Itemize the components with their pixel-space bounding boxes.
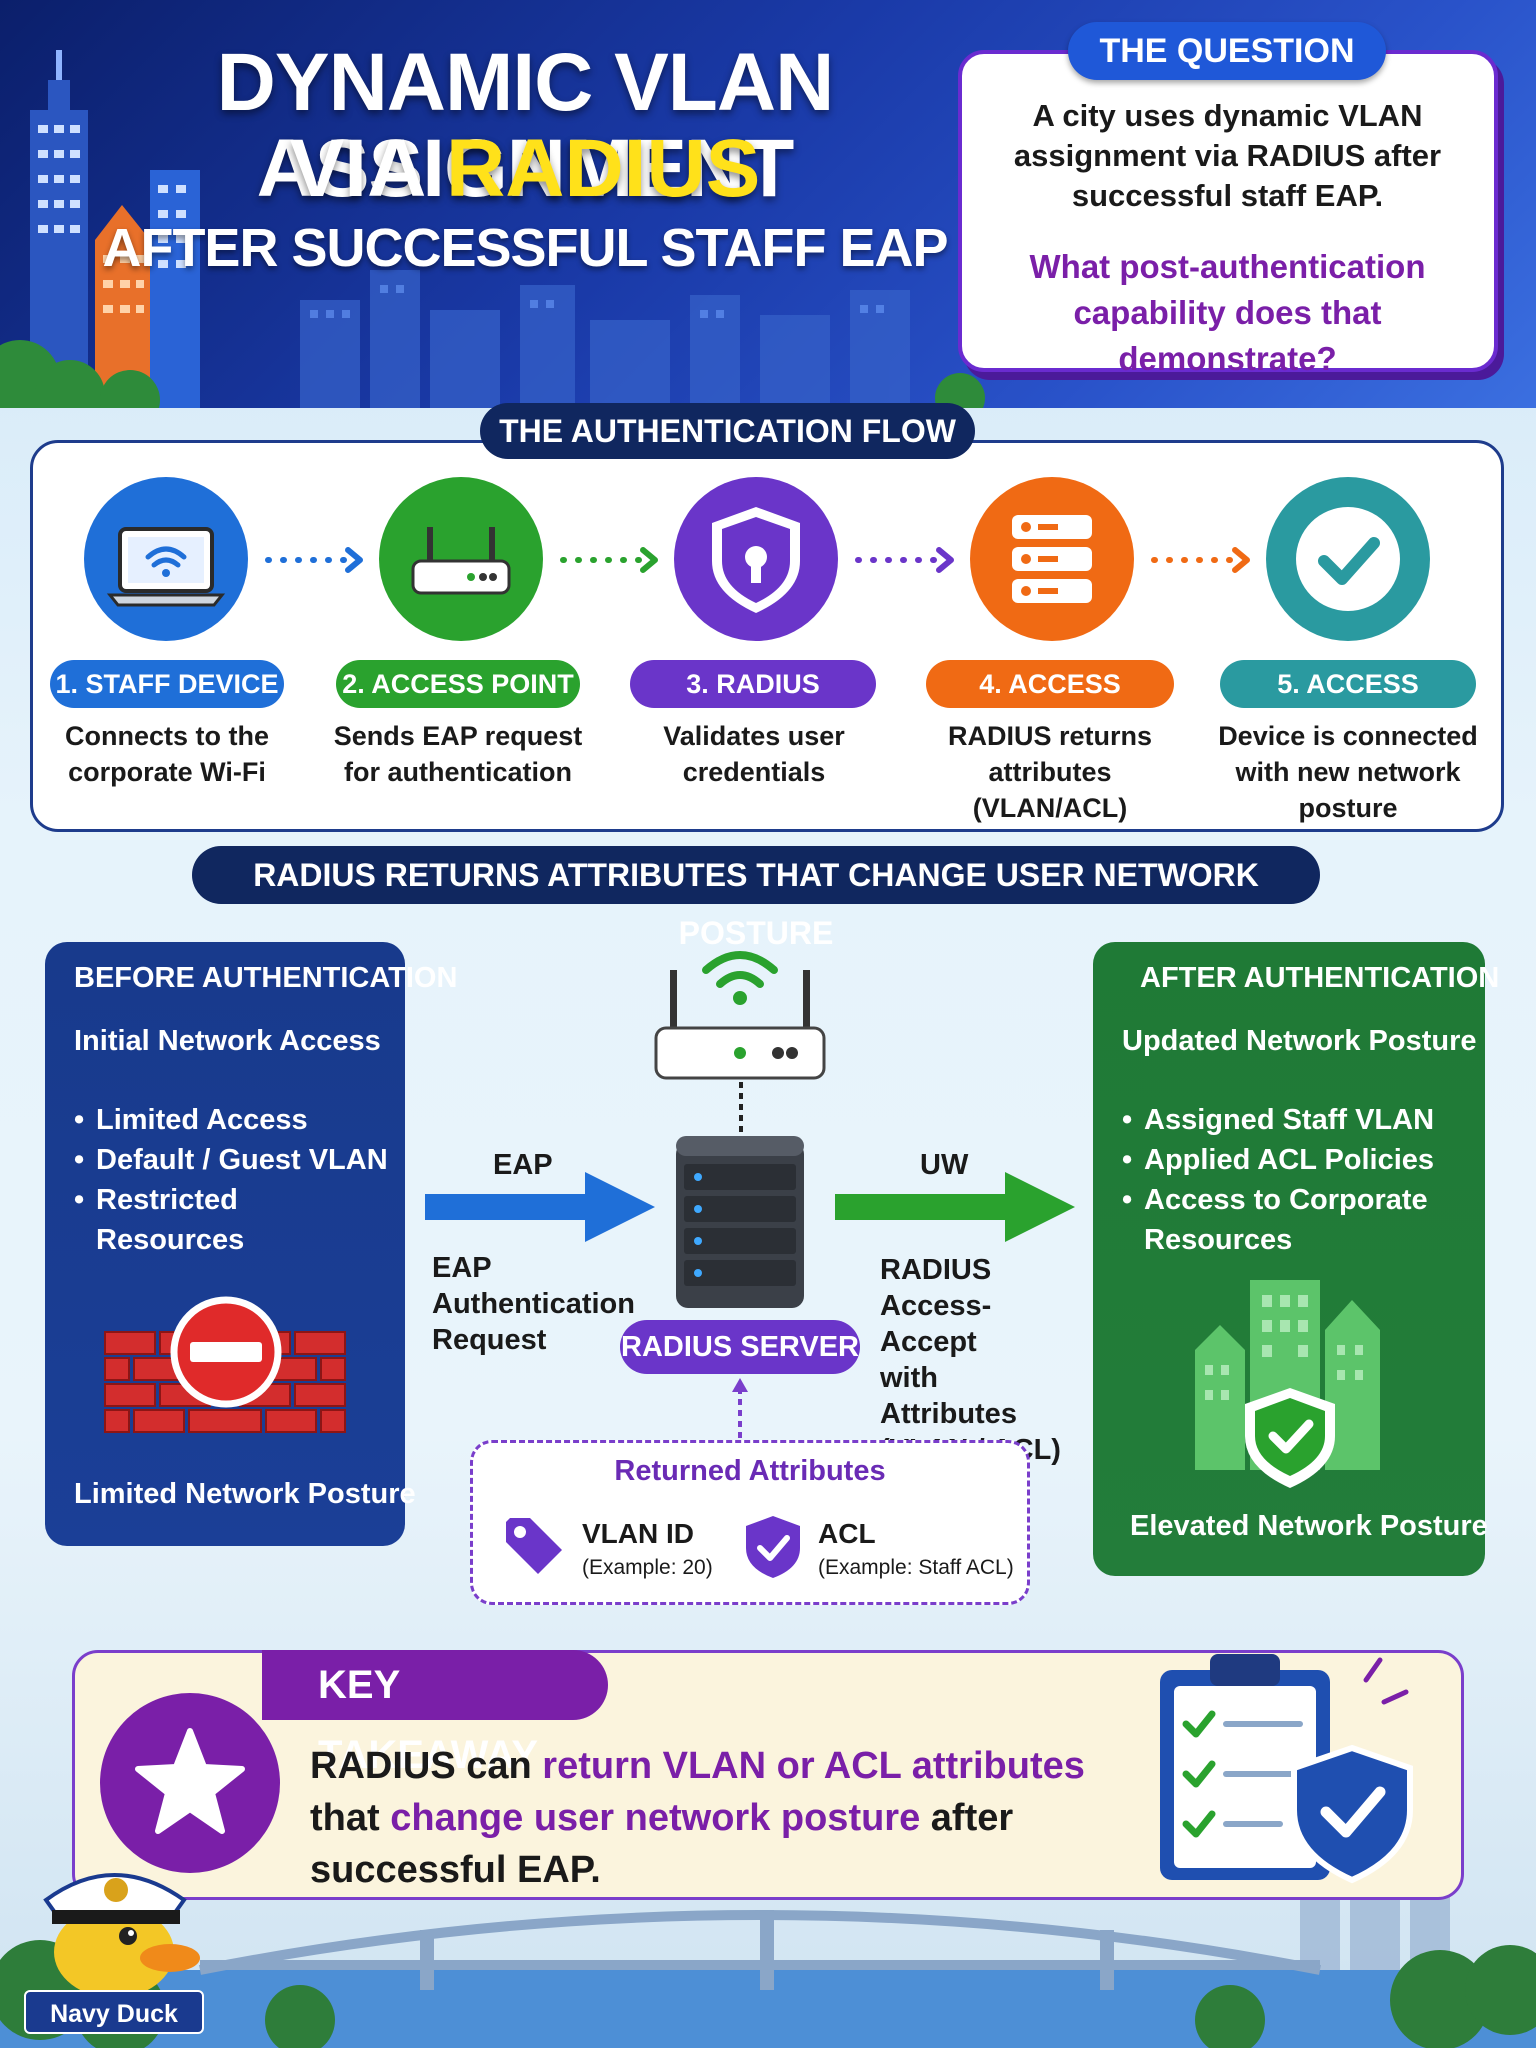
before-item: Default / Guest VLAN bbox=[74, 1140, 394, 1180]
eap-desc-line: EAP bbox=[432, 1252, 492, 1284]
after-footer: Elevated Network Posture bbox=[1130, 1510, 1488, 1542]
question-text: A city uses dynamic VLAN assignment via … bbox=[1013, 98, 1442, 213]
secure-buildings-icon bbox=[1195, 1280, 1380, 1488]
accept-desc-line: Access-Accept bbox=[880, 1290, 992, 1358]
takeaway-highlight: return VLAN or ACL attributes bbox=[542, 1745, 1085, 1787]
city-skyline-illustration bbox=[0, 50, 985, 408]
title-highlight-radius: RADIUS bbox=[446, 123, 761, 214]
clipboard-shield-icon bbox=[1160, 1654, 1413, 1884]
eap-arrow bbox=[425, 1172, 655, 1242]
title-line-2: VIA RADIUS bbox=[60, 126, 990, 212]
server-icon bbox=[1012, 515, 1092, 603]
step-3-circle bbox=[674, 477, 838, 641]
step-4-label: 4. ACCESS ACCEPT bbox=[926, 660, 1174, 747]
step-5-desc: Device is connected with new network pos… bbox=[1218, 721, 1478, 823]
step-1-circle bbox=[84, 477, 248, 641]
flow-arrows bbox=[265, 547, 1250, 573]
bridge-scenery-illustration bbox=[0, 1860, 1536, 2048]
title-line-1: DYNAMIC VLAN ASSIGNMENT bbox=[216, 37, 835, 214]
after-item: Access to Corporate Resources bbox=[1122, 1180, 1462, 1260]
question-label: THE QUESTION bbox=[1068, 22, 1386, 80]
step-2-label: 2. ACCESS POINT bbox=[336, 660, 580, 708]
acl-shield-icon bbox=[746, 1516, 800, 1578]
vlan-id-example: (Example: 20) bbox=[582, 1556, 713, 1579]
after-heading: AFTER AUTHENTICATION bbox=[1140, 962, 1500, 994]
attribute-connector bbox=[732, 1378, 748, 1442]
takeaway-highlight: change user network posture bbox=[390, 1797, 921, 1839]
acl-example: (Example: Staff ACL) bbox=[818, 1556, 1014, 1579]
takeaway-part: after successful EAP. bbox=[310, 1797, 1014, 1891]
access-accept-arrow bbox=[835, 1172, 1075, 1242]
before-footer: Limited Network Posture bbox=[74, 1478, 416, 1510]
step-4-circle bbox=[970, 477, 1134, 641]
after-subheading: Updated Network Posture bbox=[1122, 1025, 1477, 1057]
question-box bbox=[958, 50, 1498, 372]
accept-desc-line: with Attributes bbox=[880, 1362, 1017, 1430]
takeaway-part: RADIUS can bbox=[310, 1745, 543, 1787]
laptop-wifi-icon bbox=[106, 527, 226, 607]
tag-icon bbox=[506, 1518, 562, 1574]
before-item: Limited Access bbox=[74, 1100, 394, 1140]
eap-description: EAP Authentication Request bbox=[432, 1250, 635, 1358]
step-3-label: 3. RADIUS SERVER bbox=[630, 660, 876, 747]
step-4-desc: RADIUS returns attributes (VLAN/ACL) bbox=[947, 721, 1153, 823]
eap-arrow-label: EAP bbox=[493, 1149, 553, 1181]
step-1-label: 1. STAFF DEVICE bbox=[50, 660, 284, 708]
radius-server-icon bbox=[676, 1136, 804, 1308]
acl-label: ACL bbox=[818, 1518, 876, 1549]
navy-duck-label: Navy Duck bbox=[24, 1990, 204, 2034]
returned-attributes-title: Returned Attributes bbox=[614, 1455, 886, 1487]
step-2-circle bbox=[379, 477, 543, 641]
after-item: Assigned Staff VLAN bbox=[1122, 1100, 1462, 1140]
navy-duck-mascot-icon bbox=[43, 1873, 200, 1998]
title-prefix: VIA bbox=[289, 123, 447, 214]
vlan-id-label: VLAN ID bbox=[582, 1518, 694, 1549]
step-1-desc: Connects to the corporate Wi-Fi bbox=[64, 721, 269, 787]
after-list: Assigned Staff VLAN Applied ACL Policies… bbox=[1122, 1100, 1462, 1260]
connector-line bbox=[739, 1082, 743, 1132]
firewall-blocked-icon bbox=[104, 1296, 346, 1433]
radius-server-label: RADIUS SERVER bbox=[620, 1320, 860, 1374]
key-takeaway-text: RADIUS can return VLAN or ACL attributes… bbox=[310, 1740, 1150, 1896]
star-icon bbox=[100, 1693, 280, 1873]
before-list: Limited Access Default / Guest VLAN Rest… bbox=[74, 1100, 394, 1260]
takeaway-part: that bbox=[310, 1797, 391, 1839]
step-5-circle bbox=[1266, 477, 1430, 641]
before-subheading: Initial Network Access bbox=[74, 1025, 381, 1057]
after-item: Applied ACL Policies bbox=[1122, 1140, 1462, 1180]
posture-title: RADIUS RETURNS ATTRIBUTES THAT CHANGE US… bbox=[192, 846, 1320, 951]
step-3-desc: Validates user credentials bbox=[663, 721, 845, 787]
access-point-router-icon bbox=[654, 951, 826, 1080]
router-icon bbox=[411, 527, 511, 595]
eap-desc-line: Request bbox=[432, 1324, 547, 1356]
before-heading: BEFORE AUTHENTICATION bbox=[74, 962, 458, 994]
accept-arrow-label: UW bbox=[920, 1149, 969, 1181]
title-line-3: AFTER SUCCESSFUL STAFF EAP bbox=[102, 218, 948, 278]
eap-desc-line: Authentication bbox=[432, 1288, 635, 1320]
step-2-desc: Sends EAP request for authentication bbox=[333, 721, 583, 787]
flow-title: THE AUTHENTICATION FLOW bbox=[480, 403, 975, 459]
accept-desc-line: RADIUS bbox=[880, 1254, 992, 1286]
before-item: Restricted Resources bbox=[74, 1180, 394, 1260]
checkmark-icon bbox=[1296, 507, 1400, 611]
returned-attributes-box bbox=[470, 1440, 1030, 1605]
shield-lock-icon bbox=[712, 507, 800, 613]
key-takeaway-label: KEY TAKEAWAY bbox=[262, 1650, 608, 1777]
step-5-label: 5. ACCESS GRANTED bbox=[1220, 660, 1476, 747]
accept-description: RADIUS Access-Accept with Attributes (VL… bbox=[880, 1252, 1080, 1468]
question-ask: What post-authentication capability does… bbox=[1029, 248, 1426, 377]
